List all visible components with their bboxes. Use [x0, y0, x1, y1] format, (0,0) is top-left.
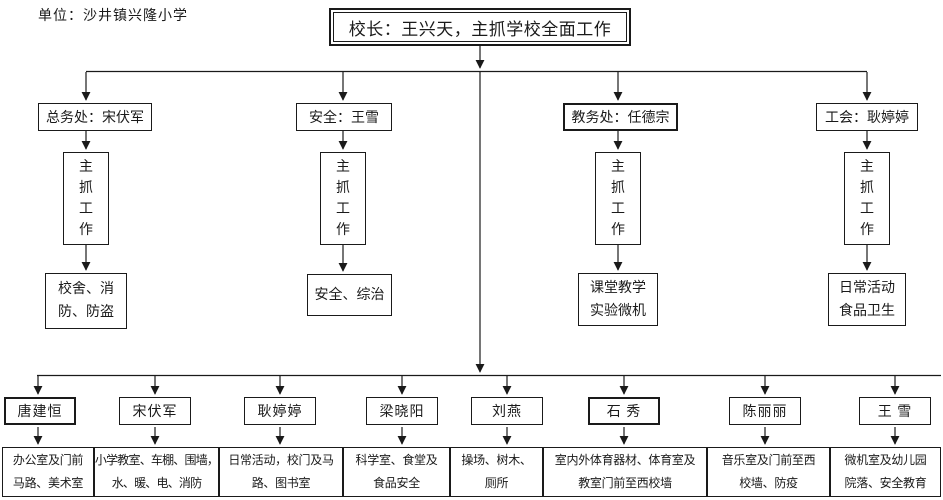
focus-work-box-2: 主 抓 工 作 — [320, 152, 366, 245]
staff-name-box: 石 秀 — [588, 397, 660, 425]
staff-duty-cell: 微机室及幼儿园 院落、安全教育 — [830, 447, 941, 497]
dept-box-academic: 教务处：任德宗 — [563, 103, 678, 131]
staff-name-box: 宋伏军 — [119, 397, 191, 425]
staff-duty-cell: 日常活动，校门及马 路、图书室 — [219, 447, 343, 497]
staff-duty-cell: 操场、树木、 厕所 — [450, 447, 543, 497]
unit-label: 单位：沙井镇兴隆小学 — [38, 9, 188, 24]
focus-work-box-1: 主 抓 工 作 — [63, 152, 109, 245]
principal-title: 校长：王兴天，主抓学校全面工作 — [333, 12, 627, 42]
dept-box-general-affairs: 总务处：宋伏军 — [38, 103, 152, 131]
duty-box-buildings: 校舍、消 防、防盗 — [45, 273, 127, 329]
staff-duty-cell: 科学室、食堂及 食品安全 — [343, 447, 450, 497]
duty-box-security: 安全、综治 — [307, 274, 392, 316]
principal-box: 校长：王兴天，主抓学校全面工作 — [329, 8, 631, 46]
staff-name-box: 梁晓阳 — [366, 397, 438, 425]
staff-duty-cell: 室内外体育器材、体育室及 教室门前至西校墙 — [543, 447, 707, 497]
staff-name-box: 陈丽丽 — [729, 397, 801, 425]
staff-name-box: 刘燕 — [471, 397, 543, 425]
duty-box-teaching: 课堂教学 实验微机 — [578, 273, 658, 326]
staff-duty-cell: 音乐室及门前至西 校墙、防疫 — [707, 447, 830, 497]
focus-work-box-4: 主 抓 工 作 — [844, 152, 890, 245]
staff-duty-cell: 办公室及门前 马路、美术室 — [2, 447, 94, 497]
dept-box-union: 工会：耿婷婷 — [816, 103, 918, 131]
staff-name-box: 王 雪 — [859, 397, 931, 425]
focus-work-box-3: 主 抓 工 作 — [595, 152, 641, 245]
staff-duty-cell: 小学教室、车棚、围墙， 水、暖、电、消防 — [94, 447, 219, 497]
staff-name-box: 唐建恒 — [4, 397, 76, 425]
dept-box-safety: 安全：王雪 — [296, 103, 392, 131]
duty-box-daily: 日常活动 食品卫生 — [828, 273, 906, 326]
staff-name-box: 耿婷婷 — [244, 397, 316, 425]
